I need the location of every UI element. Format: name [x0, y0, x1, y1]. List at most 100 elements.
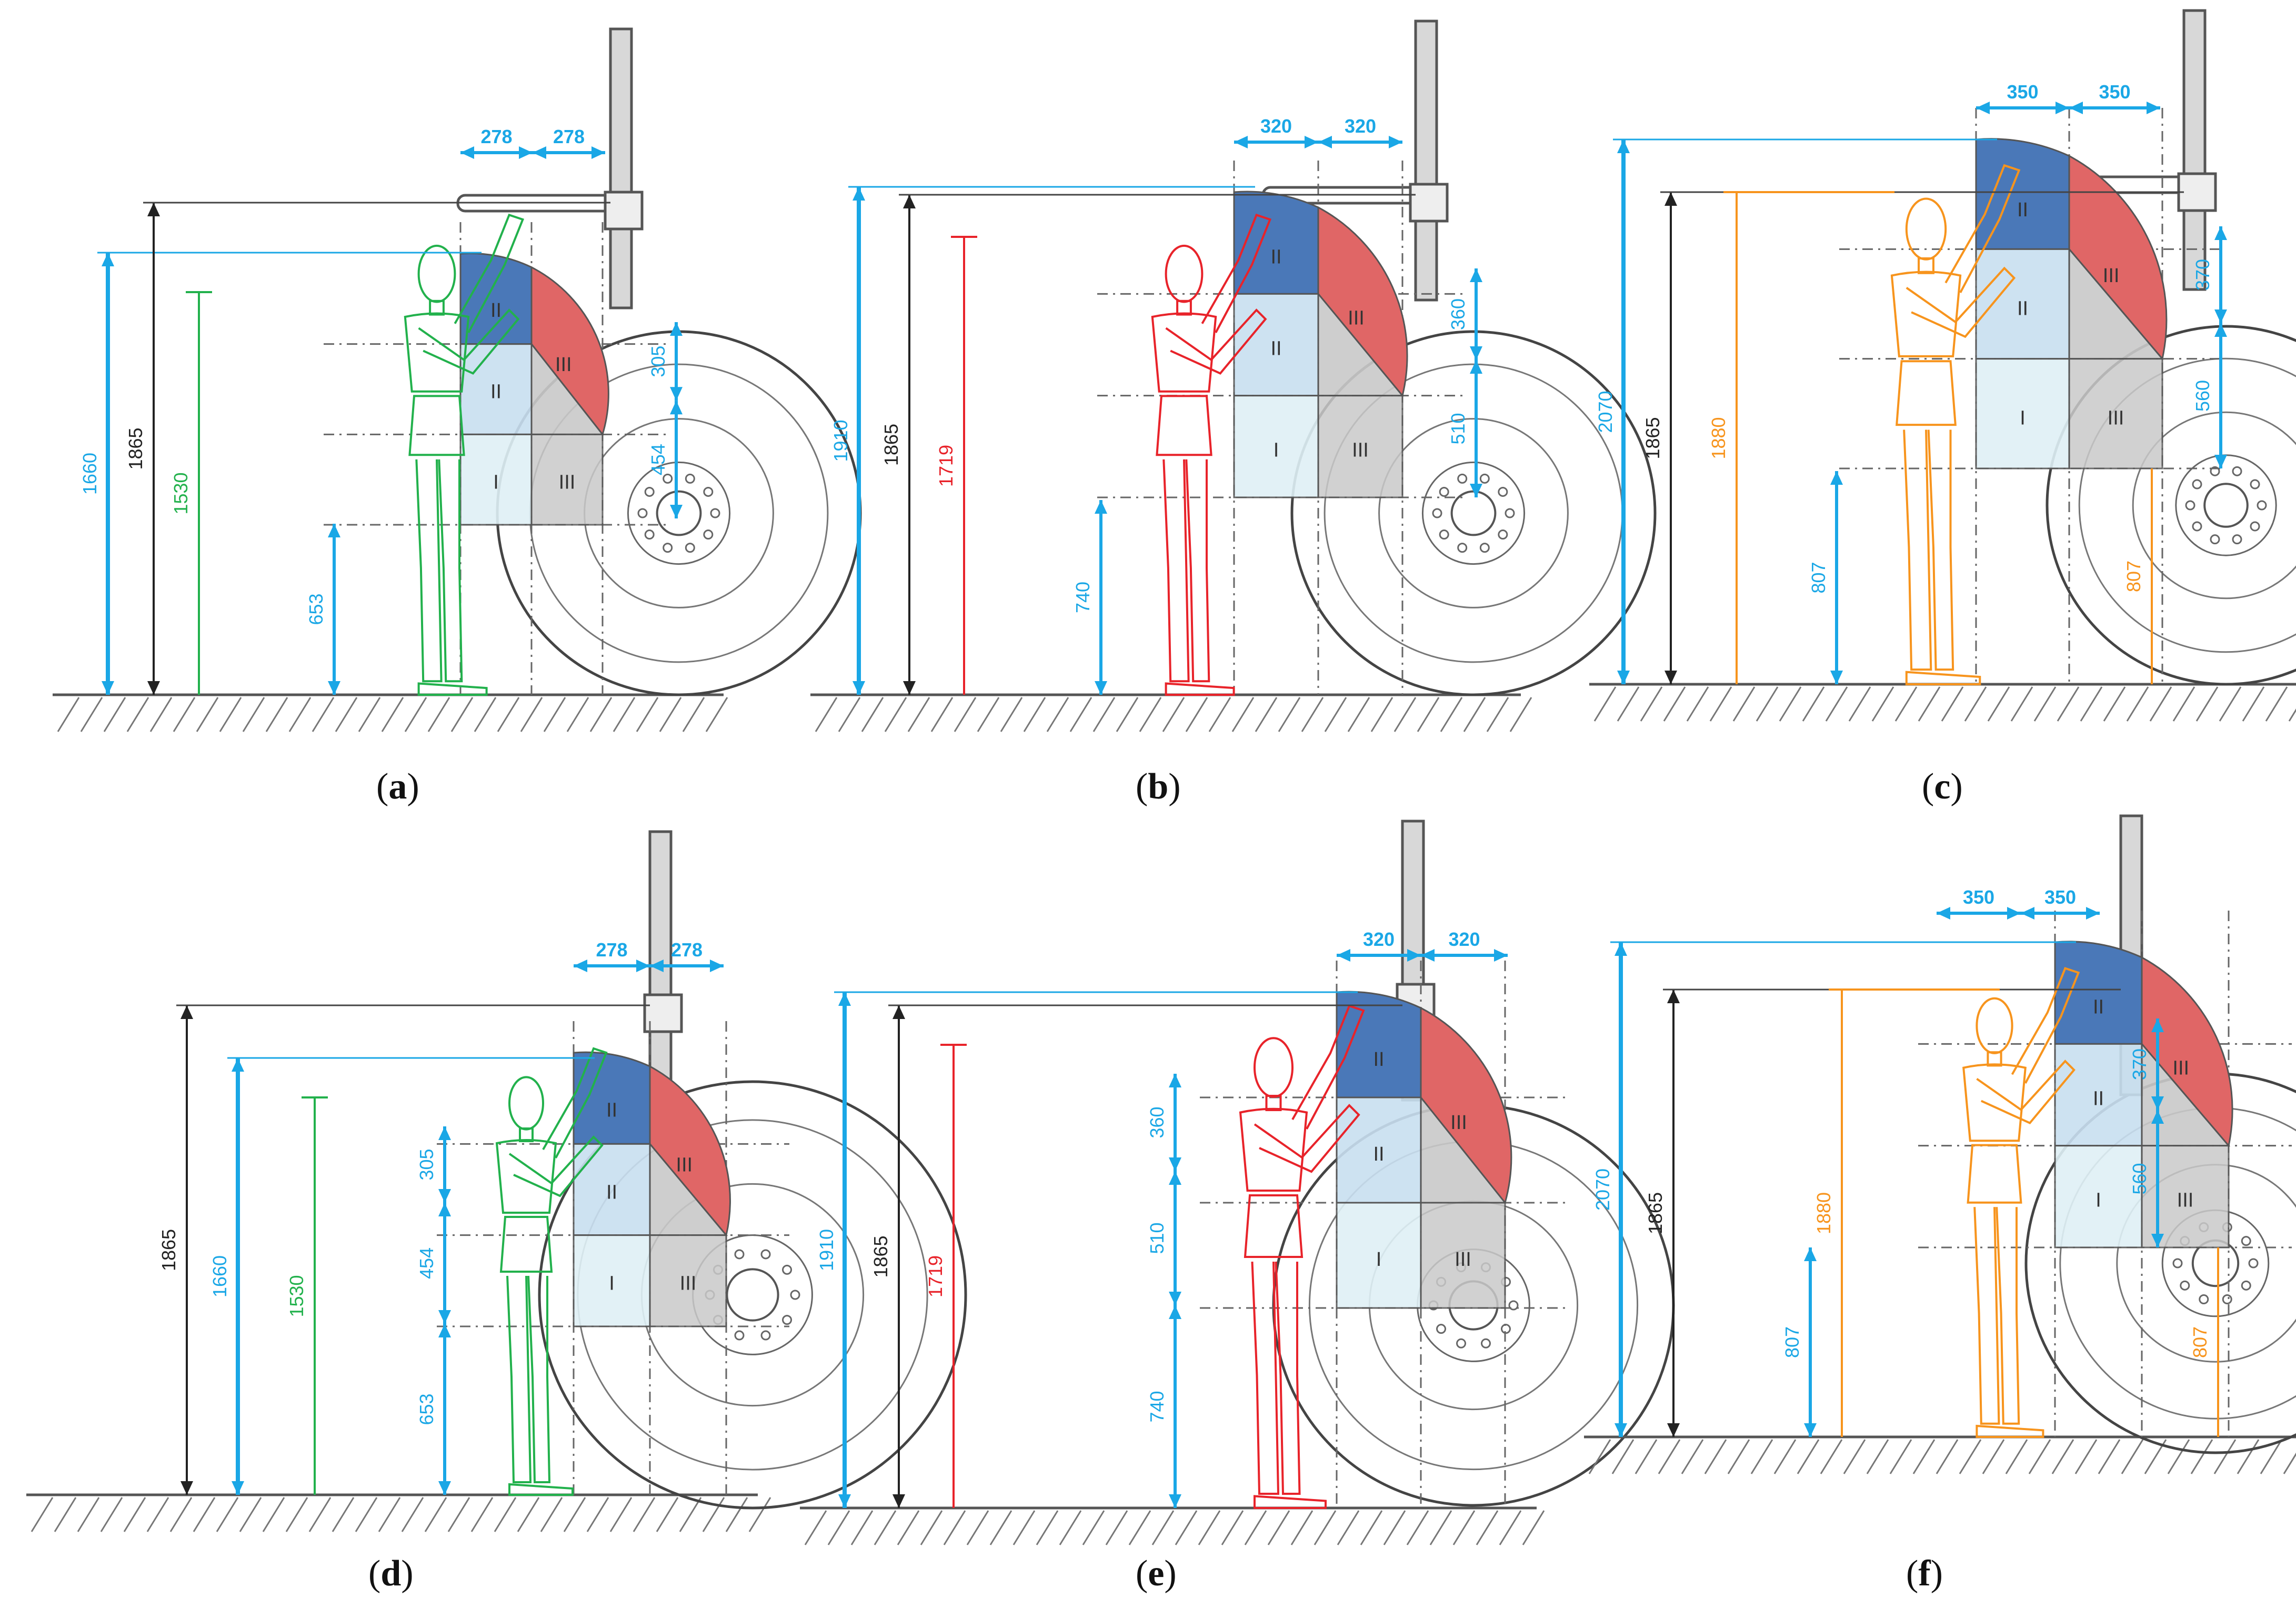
ground-b-hatch [1069, 697, 1092, 732]
ground-f-hatch [2028, 1439, 2051, 1474]
dim-seg-upper-d [438, 1126, 451, 1203]
mannequin-d-arm-lower [508, 1135, 604, 1197]
ground-a-hatch [497, 697, 520, 732]
mannequin-d-leg-left [506, 1275, 532, 1483]
zones-d-top-blue [573, 1051, 651, 1145]
dim-reach-c [1617, 139, 1630, 684]
mannequin-f-neck [1987, 1051, 2002, 1067]
ground-f-hatch [1912, 1439, 1936, 1474]
width-right-b [1318, 136, 1402, 148]
zones-f-top-red [2141, 956, 2233, 1147]
zones-a-label-III-top: III [555, 354, 572, 376]
mannequin-f-head [1976, 997, 2013, 1054]
ground-e-hatch [1406, 1510, 1429, 1545]
panel-label-d: (d) [368, 1553, 414, 1594]
ground-d-hatch [656, 1497, 679, 1532]
ground-b-hatch [1417, 697, 1440, 732]
ground-e-hatch [804, 1510, 827, 1545]
zones-a-bottom-right [530, 433, 604, 526]
wheel-b-rim-mid [1378, 418, 1569, 608]
ground-c-hatch [2265, 686, 2288, 722]
wheel-a-bolt [644, 530, 655, 540]
ground-d-hatch [146, 1497, 169, 1532]
dim-shelf-label-b: 740 [1072, 582, 1094, 613]
ground-e-hatch [1452, 1510, 1476, 1545]
wheel-b-bolt [1457, 543, 1468, 553]
dim-inner-lower-label-a: 454 [647, 444, 669, 475]
ground-f-hatch [1611, 1439, 1635, 1474]
dim-inner-upper-c [2214, 226, 2227, 323]
dim-inner-upper-a-head-top [670, 322, 683, 336]
width-left-e-head-right [1407, 949, 1421, 962]
width-right-label-c: 350 [2099, 81, 2130, 103]
dim-inner-upper-a-head-bottom [670, 387, 683, 401]
ground-a-hatch [219, 697, 242, 732]
rops-d-bracket [643, 993, 683, 1033]
width-right-a [533, 146, 605, 159]
mannequin-f-arm-upper [2011, 967, 2080, 1084]
dim-inner-lower-label-b: 510 [1447, 413, 1469, 444]
panel-label-a-text: a [388, 766, 407, 807]
ground-a-hatch [242, 697, 265, 732]
mannequin-b-arm-upper [1201, 213, 1272, 333]
zones-a-label-III-bottom: III [559, 471, 576, 493]
ground-c-hatch [1825, 686, 1848, 722]
mannequin-e-head [1254, 1037, 1294, 1098]
dim-seg-upper-label-e: 360 [1146, 1106, 1168, 1138]
wheel-d-bolt [790, 1290, 800, 1300]
width-left-b-head-left [1234, 136, 1248, 148]
wheel-e-bolt [1456, 1338, 1467, 1349]
ground-a-hatch [682, 697, 705, 732]
panel-label-f: (f) [1906, 1553, 1943, 1594]
ground-a-hatch [589, 697, 613, 732]
dim-body-label-c: 1880 [1708, 417, 1729, 459]
dim-seg-lower-d [438, 1324, 451, 1495]
mannequin-d-arm-upper [542, 1047, 608, 1158]
zones-a-label-I: I [493, 471, 499, 493]
ground-c-hatch [1640, 686, 1663, 722]
wheel-a-rim-mid [584, 418, 774, 608]
ground-c-hatch [1964, 686, 1987, 722]
mannequin-e-hips [1244, 1194, 1304, 1258]
width-left-d-head-left [574, 960, 587, 972]
mannequin-e-torso [1239, 1107, 1308, 1192]
ground-b-hatch [1185, 697, 1208, 732]
dim-inner-lower-b-head-bottom [1470, 484, 1482, 497]
mannequin-e-feet [1254, 1495, 1327, 1509]
width-left-c-head-left [1976, 102, 1990, 114]
panel-label-d-text: d [380, 1553, 402, 1594]
zones-e-bottom-right [1420, 1202, 1506, 1309]
dim-total-d-head-top [181, 1005, 193, 1019]
ground-b-hatch [1046, 697, 1069, 732]
ground-d-hatch [748, 1497, 771, 1532]
width-left-b-head-right [1305, 136, 1318, 148]
dim-seg-lower-label-e: 740 [1146, 1391, 1168, 1422]
ground-f-hatch [1959, 1439, 1982, 1474]
width-left-label-d: 278 [596, 939, 627, 961]
dim-total-b-head-top [903, 195, 916, 208]
ground-e-hatch [1221, 1510, 1244, 1545]
ground-f-hatch [2260, 1439, 2283, 1474]
zones-d-label-II-mid: II [606, 1181, 617, 1203]
ground-e-hatch [989, 1510, 1012, 1545]
ground-e-hatch [1244, 1510, 1267, 1545]
dim-shelf-c-head-top [1830, 471, 1843, 485]
mannequin-a-leg-right [438, 459, 463, 683]
ground-e-hatch [1198, 1510, 1221, 1545]
ground-e-hatch [827, 1510, 850, 1545]
ground-b-hatch [1092, 697, 1116, 732]
ground-f-hatch [1843, 1439, 1866, 1474]
zones-c-label-III-bottom: III [2108, 407, 2124, 430]
ground-a-hatch [265, 697, 288, 732]
ground-d-hatch [355, 1497, 378, 1532]
rops-c-bracket [2177, 172, 2217, 212]
ground-c-hatch [1593, 686, 1617, 722]
ground-d-hatch [262, 1497, 285, 1532]
wheel-d-tire [538, 1080, 967, 1510]
width-right-c-head-left [2069, 102, 2083, 114]
ground-b-hatch [1463, 697, 1486, 732]
wheel-a-bolt [637, 508, 648, 518]
ground-e-hatch [1175, 1510, 1198, 1545]
